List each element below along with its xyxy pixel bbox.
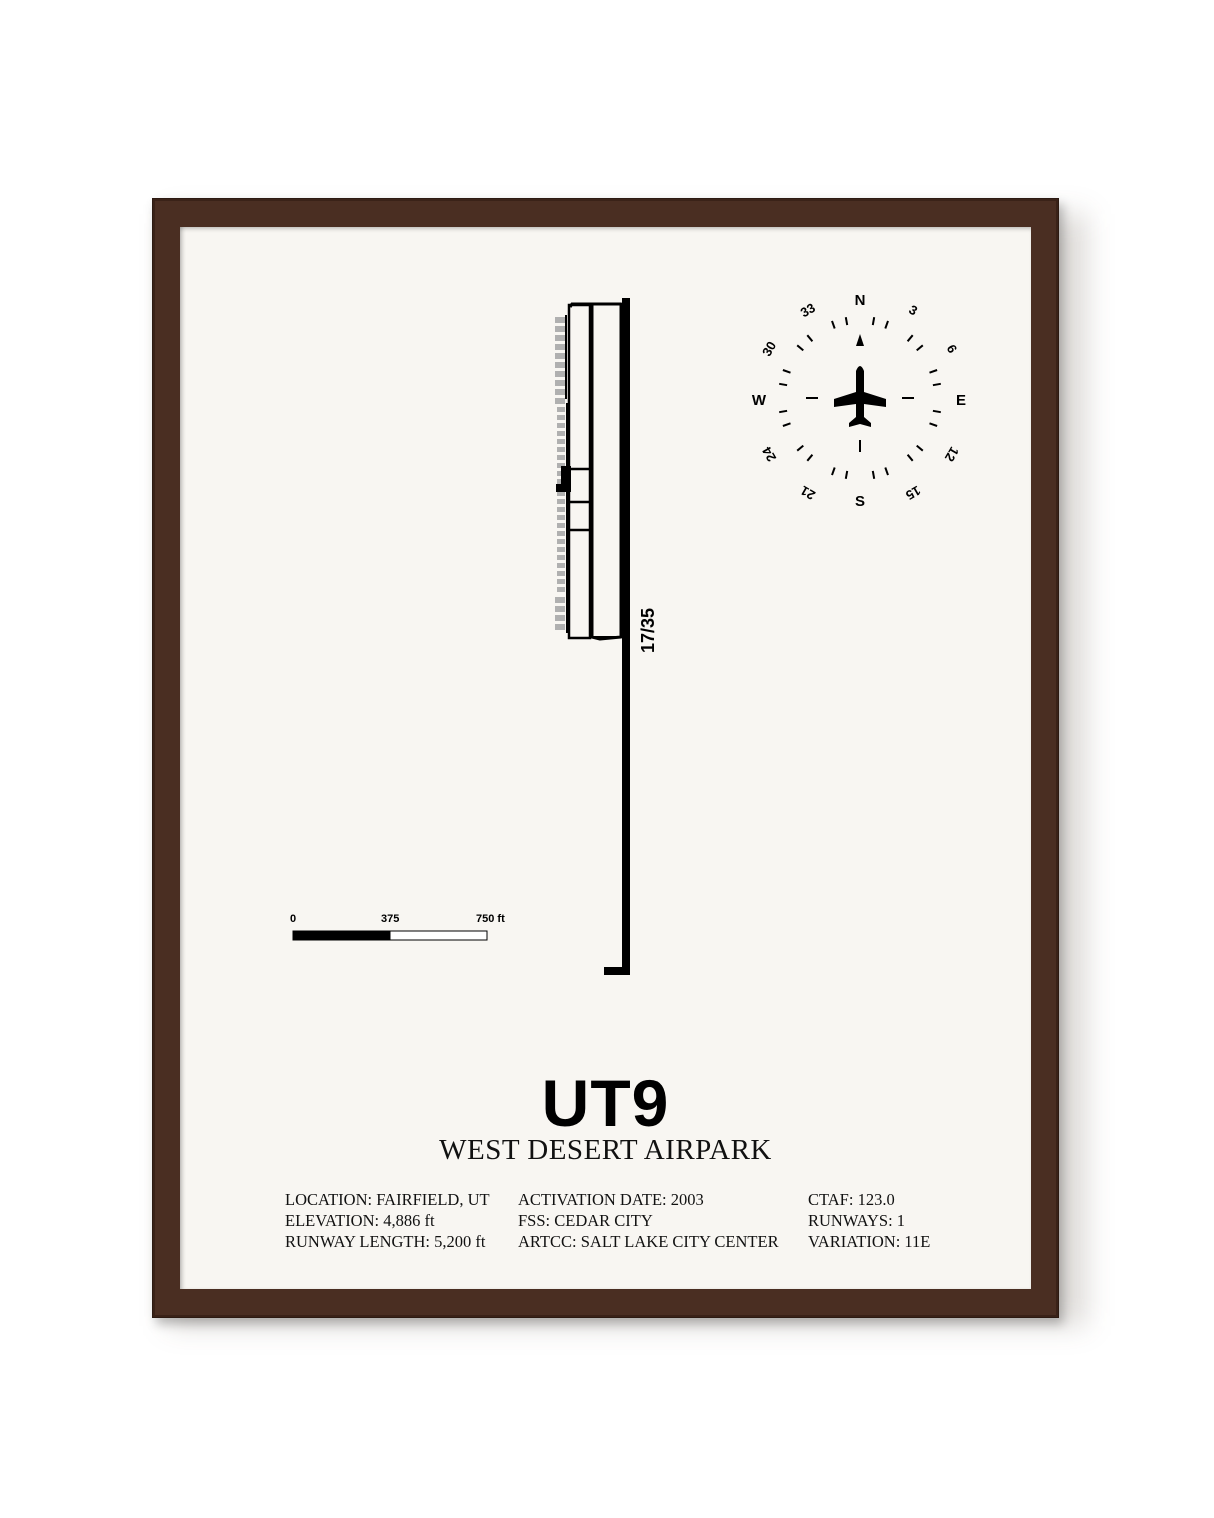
compass-deg-33: 33 (798, 300, 818, 320)
runway-label: 17/35 (638, 608, 658, 653)
scale-bar: 0 375 750 ft (290, 913, 505, 941)
scale-label-375: 375 (381, 913, 399, 925)
compass-rose: N E S W 3 6 12 15 21 24 30 33 (752, 292, 966, 510)
compass-deg-15: 15 (903, 483, 923, 503)
info-fss: FSS: CEDAR CITY (518, 1211, 653, 1230)
compass-tick (929, 422, 938, 427)
compass-tick (831, 467, 836, 476)
airport-name: WEST DESERT AIRPARK (439, 1134, 772, 1166)
compass-tick (782, 422, 791, 427)
apron-edge (556, 315, 571, 633)
compass-tick (796, 444, 804, 452)
info-ctaf: CTAF: 123.0 (808, 1190, 895, 1209)
compass-e: E (956, 392, 966, 409)
info-artcc: ARTCC: SALT LAKE CITY CENTER (518, 1232, 779, 1251)
compass-deg-12: 12 (942, 444, 962, 464)
compass-ticks (779, 317, 941, 479)
compass-tick (806, 334, 814, 342)
info-location: LOCATION: FAIRFIELD, UT (285, 1190, 490, 1209)
airport-diagram: 17/35 TAXIWAY 0 375 750 ft N E S W (290, 292, 966, 975)
info-runways: RUNWAYS: 1 (808, 1211, 906, 1230)
compass-tick (779, 409, 788, 414)
scale-label-750: 750 ft (476, 913, 505, 925)
compass-tick (779, 382, 788, 387)
compass-tick (871, 317, 876, 326)
compass-tick (782, 369, 791, 374)
north-arrow-icon (856, 334, 864, 346)
airplane-icon (834, 366, 886, 427)
compass-tick (806, 454, 814, 462)
compass-tick (906, 334, 914, 342)
compass-tick (871, 470, 876, 479)
compass-tick (796, 344, 804, 352)
info-variation: VARIATION: 11E (808, 1232, 931, 1251)
compass-deg-30: 30 (759, 339, 779, 359)
info-column-1: LOCATION: FAIRFIELD, UT ELEVATION: 4,886… (285, 1189, 490, 1252)
taxiway (567, 302, 623, 641)
compass-tick (831, 320, 836, 329)
compass-s: S (855, 493, 865, 510)
compass-n: N (855, 292, 866, 309)
compass-tick (932, 409, 941, 414)
compass-deg-3: 3 (906, 302, 920, 319)
poster-mat: 17/35 TAXIWAY 0 375 750 ft N E S W (180, 227, 1031, 1289)
compass-deg-21: 21 (798, 483, 818, 503)
info-column-2: ACTIVATION DATE: 2003 FSS: CEDAR CITY AR… (518, 1189, 779, 1252)
compass-cardinals: N E S W (752, 292, 966, 510)
compass-tick (929, 369, 938, 374)
compass-deg-24: 24 (759, 444, 780, 465)
compass-deg-6: 6 (944, 342, 961, 356)
info-runway-length: RUNWAY LENGTH: 5,200 ft (285, 1232, 486, 1251)
info-activation-date: ACTIVATION DATE: 2003 (518, 1190, 704, 1209)
compass-tick (884, 467, 889, 476)
scale-label-0: 0 (290, 913, 296, 925)
compass-w: W (752, 392, 767, 409)
compass-tick (932, 382, 941, 387)
info-column-3: CTAF: 123.0 RUNWAYS: 1 VARIATION: 11E (808, 1189, 930, 1252)
runway-17-35 (604, 298, 630, 975)
picture-frame: 17/35 TAXIWAY 0 375 750 ft N E S W (152, 198, 1059, 1318)
compass-tick (844, 317, 849, 326)
compass-tick (916, 444, 924, 452)
compass-tick (906, 454, 914, 462)
airport-code: UT9 (541, 1066, 670, 1140)
compass-tick (884, 320, 889, 329)
info-elevation: ELEVATION: 4,886 ft (285, 1211, 435, 1230)
taxiway-label: TAXIWAY (622, 483, 632, 523)
compass-tick (916, 344, 924, 352)
compass-tick (844, 470, 849, 479)
